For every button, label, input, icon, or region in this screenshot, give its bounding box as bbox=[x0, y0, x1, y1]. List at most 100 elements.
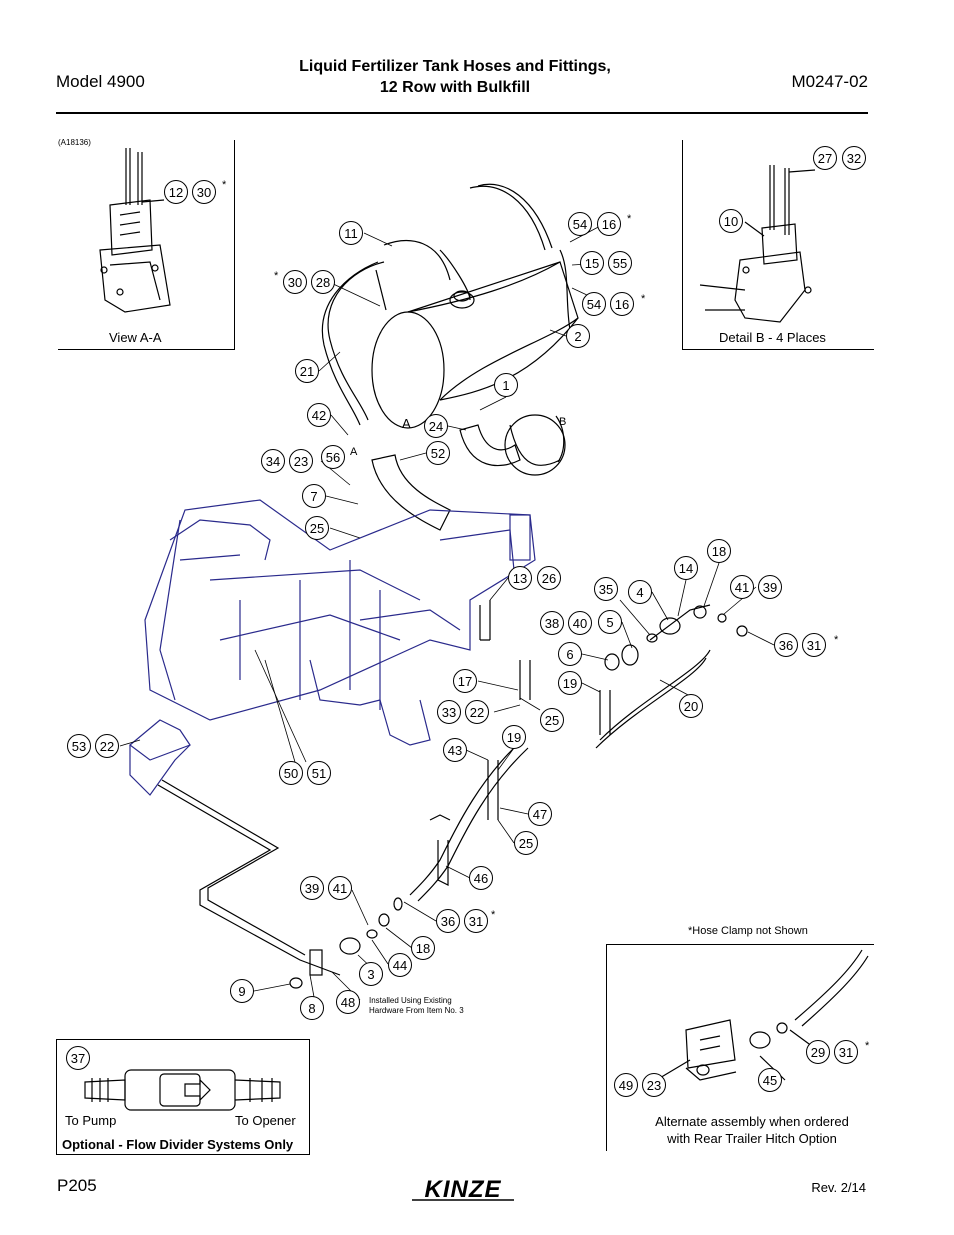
callout-31: 31 bbox=[802, 633, 826, 657]
callout-23: 23 bbox=[289, 449, 313, 473]
callout-22-left: 22 bbox=[95, 734, 119, 758]
callout-16: 16 bbox=[597, 212, 621, 236]
callout-34: 34 bbox=[261, 449, 285, 473]
callout-46: 46 bbox=[469, 866, 493, 890]
callout-26: 26 bbox=[537, 566, 561, 590]
callout-33: 33 bbox=[437, 700, 461, 724]
callout-30-tank: 30 bbox=[283, 270, 307, 294]
callout-43: 43 bbox=[443, 738, 467, 762]
view-aa-panel bbox=[58, 140, 235, 350]
callout-21: 21 bbox=[295, 359, 319, 383]
callout-56: 56 bbox=[321, 445, 345, 469]
section-a-lower: A bbox=[350, 446, 358, 458]
page-title: Liquid Fertilizer Tank Hoses and Fitting… bbox=[230, 56, 680, 98]
flow-divider-panel bbox=[56, 1039, 310, 1155]
callout-18: 18 bbox=[707, 539, 731, 563]
title-line-1: Liquid Fertilizer Tank Hoses and Fitting… bbox=[299, 58, 611, 75]
hose-drawing bbox=[157, 600, 711, 976]
callout-13: 13 bbox=[508, 566, 532, 590]
callout-37: 37 bbox=[66, 1046, 90, 1070]
header-rule bbox=[56, 112, 868, 114]
flow-divider-note: Optional - Flow Divider Systems Only bbox=[62, 1137, 294, 1152]
fittings-drawing bbox=[289, 605, 748, 989]
callout-39: 39 bbox=[758, 575, 782, 599]
callout-30: 30 bbox=[192, 180, 216, 204]
title-line-2: 12 Row with Bulkfill bbox=[379, 79, 531, 96]
callout-38: 38 bbox=[540, 611, 564, 635]
callout-18-lower: 18 bbox=[411, 936, 435, 960]
callout-23-alt: 23 bbox=[642, 1073, 666, 1097]
callout-7: 7 bbox=[302, 484, 326, 508]
callout-36-lower: 36 bbox=[436, 909, 460, 933]
figure-id: (A18136) bbox=[58, 138, 91, 147]
callout-5: 5 bbox=[598, 610, 622, 634]
alternate-caption-line-2: with Rear Trailer Hitch Option bbox=[667, 1131, 837, 1146]
detail-b-bracket-drawing bbox=[699, 165, 816, 323]
callout-12: 12 bbox=[164, 180, 188, 204]
asterisk-36-31: * bbox=[834, 634, 839, 646]
callout-19-mid: 19 bbox=[502, 725, 526, 749]
callout-41: 41 bbox=[730, 575, 754, 599]
callout-19: 19 bbox=[558, 671, 582, 695]
asterisk-54-16-lower: * bbox=[641, 293, 646, 305]
callout-29: 29 bbox=[806, 1040, 830, 1064]
callout-54-lower: 54 bbox=[582, 292, 606, 316]
callout-36: 36 bbox=[774, 633, 798, 657]
page-number: P205 bbox=[57, 1176, 97, 1195]
view-aa-bracket-drawing bbox=[99, 148, 171, 313]
callout-52: 52 bbox=[426, 441, 450, 465]
callout-49: 49 bbox=[614, 1073, 638, 1097]
callout-31-lower: 31 bbox=[464, 909, 488, 933]
frame-drawing bbox=[129, 499, 536, 796]
asterisk-view-aa: * bbox=[222, 179, 227, 191]
callout-41-lower: 41 bbox=[328, 876, 352, 900]
section-a-upper: A bbox=[402, 416, 411, 431]
callout-17: 17 bbox=[453, 669, 477, 693]
callout-16-lower: 16 bbox=[610, 292, 634, 316]
callout-10: 10 bbox=[719, 209, 743, 233]
callout-24: 24 bbox=[424, 414, 448, 438]
callout-31-alt: 31 bbox=[834, 1040, 858, 1064]
revision: Rev. 2/14 bbox=[811, 1180, 866, 1195]
callout-35: 35 bbox=[594, 577, 618, 601]
callout-44: 44 bbox=[388, 953, 412, 977]
asterisk-54-16: * bbox=[627, 213, 632, 225]
callout-14: 14 bbox=[674, 556, 698, 580]
callout-47: 47 bbox=[528, 802, 552, 826]
installed-note-line-1: Installed Using Existing bbox=[369, 996, 452, 1005]
detail-b-label: Detail B - 4 Places bbox=[719, 330, 826, 345]
hose-clamp-note: *Hose Clamp not Shown bbox=[688, 925, 808, 937]
callout-53: 53 bbox=[67, 734, 91, 758]
callout-28: 28 bbox=[311, 270, 335, 294]
asterisk-29-31: * bbox=[865, 1040, 870, 1052]
alternate-assembly-drawing bbox=[647, 949, 869, 1086]
callout-25-mid: 25 bbox=[540, 708, 564, 732]
callout-27: 27 bbox=[813, 146, 837, 170]
section-b: B bbox=[559, 416, 567, 428]
callout-50: 50 bbox=[279, 761, 303, 785]
alternate-caption-line-1: Alternate assembly when ordered bbox=[655, 1114, 849, 1129]
svg-text:KINZE: KINZE bbox=[425, 1176, 502, 1202]
callout-55: 55 bbox=[608, 251, 632, 275]
asterisk-30-28: * bbox=[274, 270, 279, 282]
callout-42: 42 bbox=[307, 403, 331, 427]
callout-6: 6 bbox=[558, 642, 582, 666]
asterisk-36-31-lower: * bbox=[491, 909, 496, 921]
document-number: M0247-02 bbox=[791, 72, 868, 91]
callout-1: 1 bbox=[494, 373, 518, 397]
callout-2: 2 bbox=[566, 324, 590, 348]
alternate-assembly-panel bbox=[606, 944, 874, 1151]
tank-saddle-drawing bbox=[371, 414, 566, 531]
installed-note-line-2: Hardware From Item No. 3 bbox=[369, 1006, 464, 1015]
callout-11: 11 bbox=[339, 221, 363, 245]
to-pump-label: To Pump bbox=[65, 1113, 117, 1128]
diagram-linework bbox=[84, 148, 869, 1111]
callout-4: 4 bbox=[628, 580, 652, 604]
installed-note: Installed Using Existing Hardware From I… bbox=[369, 996, 464, 1016]
to-opener-label: To Opener bbox=[235, 1113, 296, 1128]
callout-22: 22 bbox=[465, 700, 489, 724]
tank-drawing bbox=[321, 183, 579, 429]
view-aa-label: View A-A bbox=[109, 330, 162, 345]
callout-15: 15 bbox=[580, 251, 604, 275]
